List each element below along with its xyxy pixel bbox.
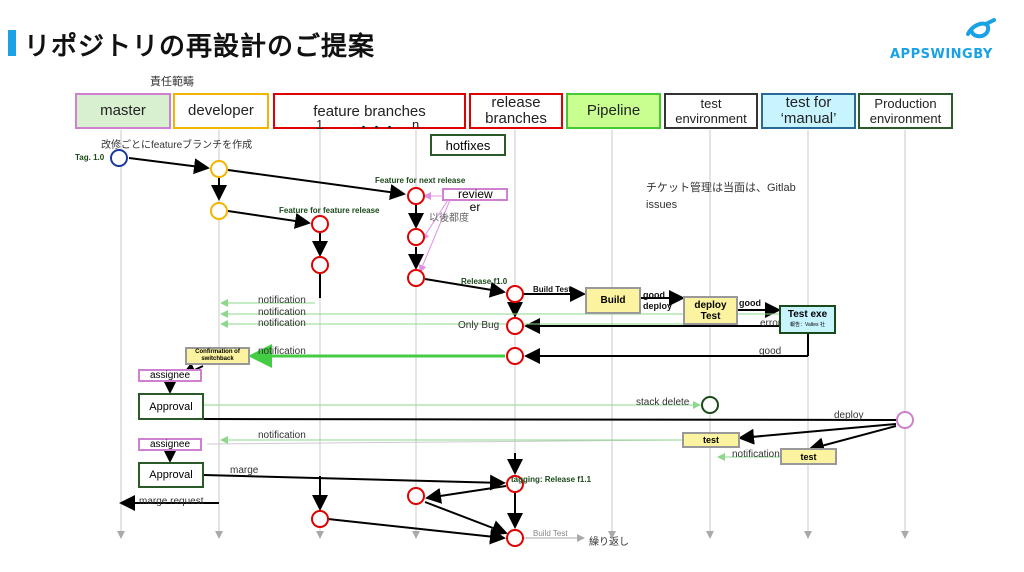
stack-delete-label: stack delete [636, 397, 690, 408]
lane-feature-branches: feature branches [273, 93, 466, 129]
ticket-note: チケット管理は当面は、Gitlab issues [646, 182, 796, 211]
create-feature-note: 改修ごとにfeatureブランチを作成 [101, 140, 253, 151]
lane-label: developer [188, 102, 254, 119]
tag-label: Tag. 1.0 [75, 153, 105, 162]
scope-label: 責任範疇 [150, 76, 194, 88]
assignee-label: assignee [149, 370, 191, 381]
notification-label-3: notification [258, 318, 306, 329]
test-box-2: test [780, 448, 837, 465]
feature-dots-label: ・・・ [357, 120, 397, 135]
lane-release-branches: release branches [469, 93, 563, 129]
approval-label: Approval [149, 400, 193, 413]
lane-label: release branches [485, 94, 547, 127]
feature-next-label: Feature for next release [375, 176, 466, 185]
main-flows [119, 157, 898, 545]
deploy-label: deploy [643, 301, 673, 311]
tagging-label: tagging: Release f1.1 [511, 475, 592, 484]
assignee-box-1: assignee [138, 369, 202, 382]
good2-label: good [739, 298, 761, 308]
approval-box-2: Approval [138, 462, 204, 488]
notification-label-1: notification [258, 295, 306, 306]
repeat-label: 繰り返し [589, 537, 629, 548]
build-test2-label: Build Test [533, 529, 568, 538]
lane-production: Production environment [858, 93, 953, 129]
hotfixes-box: hotfixes [430, 134, 506, 156]
appswingby-logo: APPSWINGBY [890, 18, 1010, 64]
lane-label: Pipeline [586, 102, 641, 119]
marge-request-label: marge request [139, 496, 204, 507]
confirmation-label: Confirmation of switchback [195, 349, 240, 362]
lane-test-environment: test environment [664, 93, 758, 129]
test-label: test [702, 435, 719, 445]
error-label: error [760, 318, 782, 329]
lane-label: feature branches [313, 103, 426, 120]
build-box: Build [585, 287, 641, 314]
lane-label: master [100, 102, 146, 119]
after-each-note: 以後都度 [429, 213, 469, 224]
logo-text: APPSWINGBY [890, 47, 993, 62]
feature-first-label: 1 [316, 117, 324, 132]
deploy2-label: deploy [834, 410, 864, 421]
review-links [419, 192, 451, 273]
notification-label-4: notification [258, 346, 306, 357]
good-label: good [643, 290, 665, 300]
assignee-label: assignee [149, 439, 191, 450]
notification-label-2: notification [258, 307, 306, 318]
lane-master: master [75, 93, 171, 129]
reviewer-box: review er [442, 187, 508, 213]
lane-developer: developer [173, 93, 269, 129]
notification-label-6: notification [732, 449, 780, 460]
notification-label-5: notification [258, 430, 306, 441]
confirmation-box: Confirmation of switchback [185, 347, 250, 365]
build-test-label: Build Test [533, 285, 572, 294]
release-label: Release f1.0 [461, 277, 508, 286]
page-title: リポジトリの再設計のご提案 [24, 32, 376, 62]
test-exe-label: Test exe [787, 308, 828, 320]
good3-label: good [759, 346, 782, 357]
logo-mark-icon [966, 18, 996, 39]
build-label: Build [600, 295, 626, 306]
marge-label: marge [230, 465, 259, 476]
lane-test-manual: test for ‘manual’ [761, 93, 856, 129]
feature-last-label: n [412, 117, 420, 132]
test-exe-sub: 報告：Valtes 社 [790, 321, 825, 328]
deploy-test-box: deploy Test [683, 296, 738, 325]
hotfixes-label: hotfixes [445, 137, 491, 153]
title-accent-bar [8, 30, 16, 56]
lane-label: test environment [675, 96, 747, 126]
approval-label: Approval [149, 469, 193, 481]
lane-label: Production environment [869, 96, 942, 126]
only-bug-label: Only Bug [458, 320, 500, 331]
deploy-test-label: deploy Test [694, 299, 727, 322]
lane-label: test for ‘manual’ [780, 94, 837, 127]
reviewer-label: review er [458, 186, 493, 214]
nodes [110, 149, 914, 547]
test-label: test [800, 451, 817, 462]
feature-feature-label: Feature for feature release [279, 206, 380, 215]
approval-box-1: Approval [138, 393, 204, 420]
test-box-1: test [682, 432, 740, 448]
lane-pipeline: Pipeline [566, 93, 661, 129]
test-exe-box: Test exe 報告：Valtes 社 [779, 305, 836, 334]
assignee-box-2: assignee [138, 438, 202, 451]
